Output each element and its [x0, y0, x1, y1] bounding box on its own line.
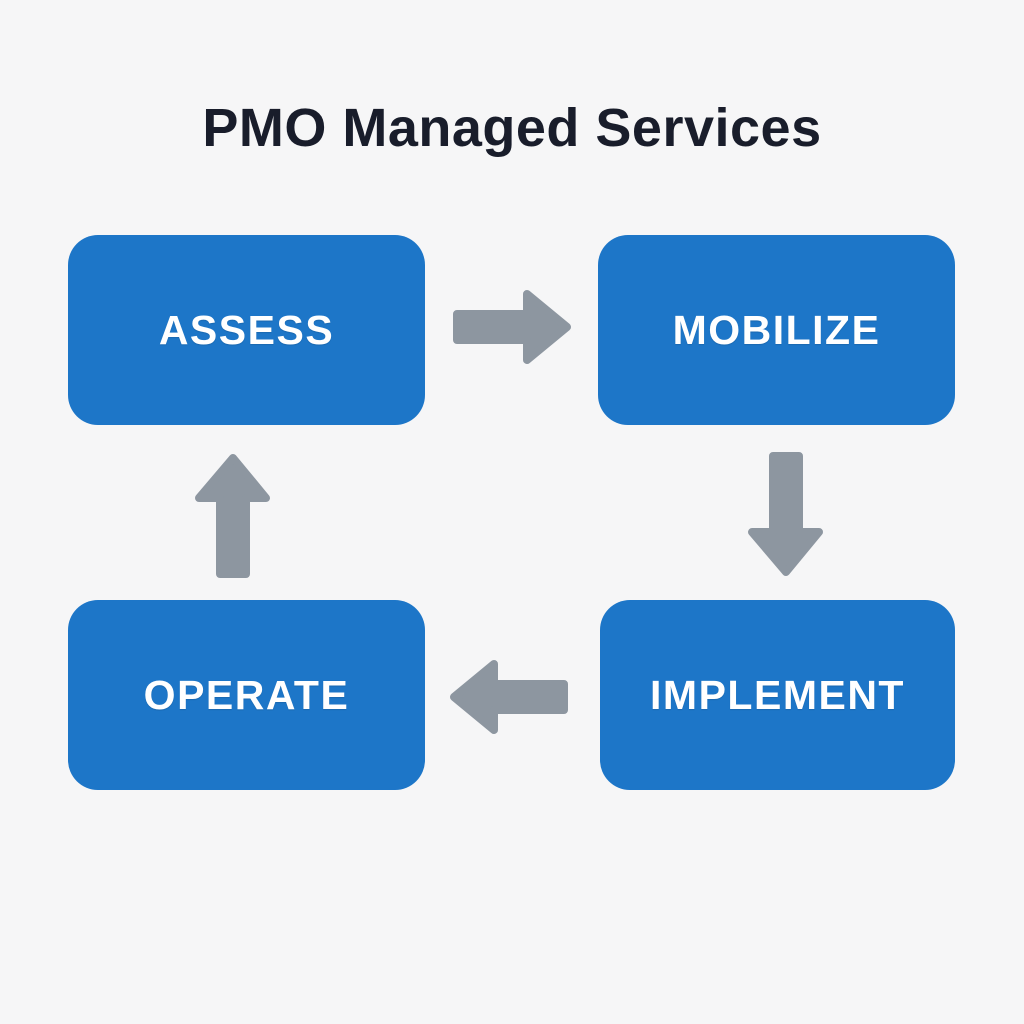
stage-box-mobilize: MOBILIZE	[598, 235, 955, 425]
stage-label-implement: IMPLEMENT	[650, 671, 905, 718]
arrow-up-icon	[192, 452, 272, 580]
stage-box-implement: IMPLEMENT	[600, 600, 955, 790]
arrow-right-icon	[451, 286, 575, 368]
stage-label-mobilize: MOBILIZE	[672, 306, 881, 353]
arrow-left-icon	[446, 656, 570, 738]
stage-box-operate: OPERATE	[68, 600, 425, 790]
page-title: PMO Managed Services	[202, 98, 822, 158]
stage-label-operate: OPERATE	[143, 671, 350, 718]
stage-box-assess: ASSESS	[68, 235, 425, 425]
arrow-down-icon	[745, 450, 825, 578]
stage-label-assess: ASSESS	[158, 306, 335, 353]
